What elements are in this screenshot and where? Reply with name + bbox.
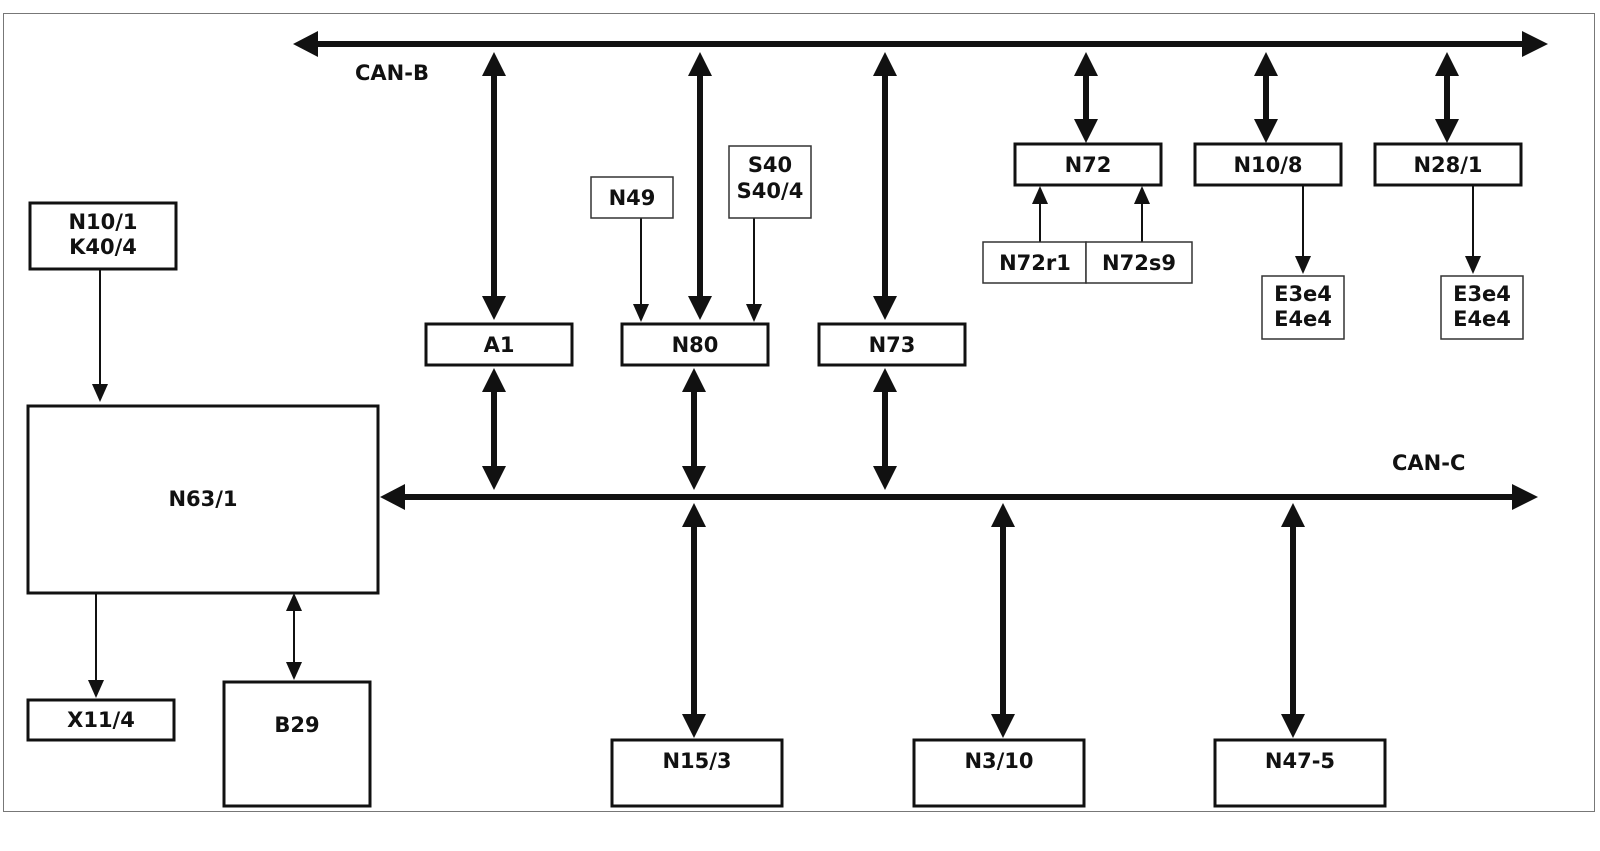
module-label: N72r1 (999, 251, 1071, 275)
module-label: E3e4 (1274, 282, 1332, 306)
module-label: N63/1 (168, 487, 237, 511)
module-label: E3e4 (1453, 282, 1511, 306)
diagram-frame (3, 13, 1595, 812)
module-label: N3/10 (964, 749, 1033, 773)
link-n28-1-to-e3e4 (1465, 186, 1481, 274)
link-n63-1-to-x11-4 (88, 593, 104, 698)
link-n72r1-to-n72 (1032, 186, 1048, 242)
link-s40-to-n80 (746, 218, 762, 322)
module-n49: N49 (590, 176, 674, 219)
module-label: E4e4 (1453, 307, 1511, 331)
module-label: N49 (609, 186, 656, 210)
module-label: N28/1 (1413, 153, 1482, 177)
link-canc-n15-3 (682, 503, 706, 738)
module-n63-1: N63/1 (26, 404, 380, 595)
module-label: B29 (274, 713, 319, 737)
module-a1: A1 (424, 322, 574, 367)
link-canb-n80 (688, 52, 712, 320)
can-c-bus (380, 484, 1538, 510)
module-label: N15/3 (662, 749, 731, 773)
module-n47-5: N47-5 (1213, 738, 1387, 808)
module-n72: N72 (1013, 142, 1163, 187)
module-label: E4e4 (1274, 307, 1332, 331)
module-e3e4-left: E3e4 E4e4 (1261, 275, 1345, 340)
link-n73-canc (873, 368, 897, 490)
module-label: N10/1 (68, 210, 137, 234)
link-canb-n73 (873, 52, 897, 320)
module-label: S40/4 (737, 179, 804, 203)
link-canb-n28-1 (1435, 52, 1459, 143)
module-label: S40 (748, 153, 792, 177)
module-e3e4-right: E3e4 E4e4 (1440, 275, 1524, 340)
module-n72s9: N72s9 (1085, 241, 1193, 284)
module-n73: N73 (817, 322, 967, 367)
module-b29: B29 (222, 680, 372, 808)
module-label: N73 (869, 333, 916, 357)
link-canc-n3-10 (991, 503, 1015, 738)
link-canb-n10-8 (1254, 52, 1278, 143)
module-label: K40/4 (69, 235, 137, 259)
link-n10-8-to-e3e4 (1295, 186, 1311, 274)
module-label: N10/8 (1233, 153, 1302, 177)
link-n10-1-to-n63-1 (92, 270, 108, 402)
module-n28-1: N28/1 (1373, 142, 1523, 187)
module-label: N72s9 (1102, 251, 1176, 275)
link-n80-canc (682, 368, 706, 490)
module-n80: N80 (620, 322, 770, 367)
can-c-label: CAN-C (1392, 451, 1465, 475)
link-n49-to-n80 (633, 218, 649, 322)
module-n72r1: N72r1 (982, 241, 1087, 284)
module-n15-3: N15/3 (610, 738, 784, 808)
module-label: N47-5 (1265, 749, 1335, 773)
link-canb-a1 (482, 52, 506, 320)
module-n3-10: N3/10 (912, 738, 1086, 808)
module-x11-4: X11/4 (26, 698, 176, 742)
link-canb-n72 (1074, 52, 1098, 143)
module-s40: S40 S40/4 (728, 145, 812, 219)
link-canc-n47-5 (1281, 503, 1305, 738)
module-label: X11/4 (67, 708, 135, 732)
module-n10-1-k40-4: N10/1 K40/4 (28, 201, 178, 271)
module-label: A1 (484, 333, 515, 357)
module-label: N80 (672, 333, 719, 357)
can-b-label: CAN-B (355, 61, 429, 85)
module-n10-8: N10/8 (1193, 142, 1343, 187)
link-a1-canc (482, 368, 506, 490)
link-n63-1-b29 (286, 593, 302, 680)
can-b-bus (293, 31, 1548, 57)
link-n72s9-to-n72 (1134, 186, 1150, 242)
module-label: N72 (1065, 153, 1112, 177)
